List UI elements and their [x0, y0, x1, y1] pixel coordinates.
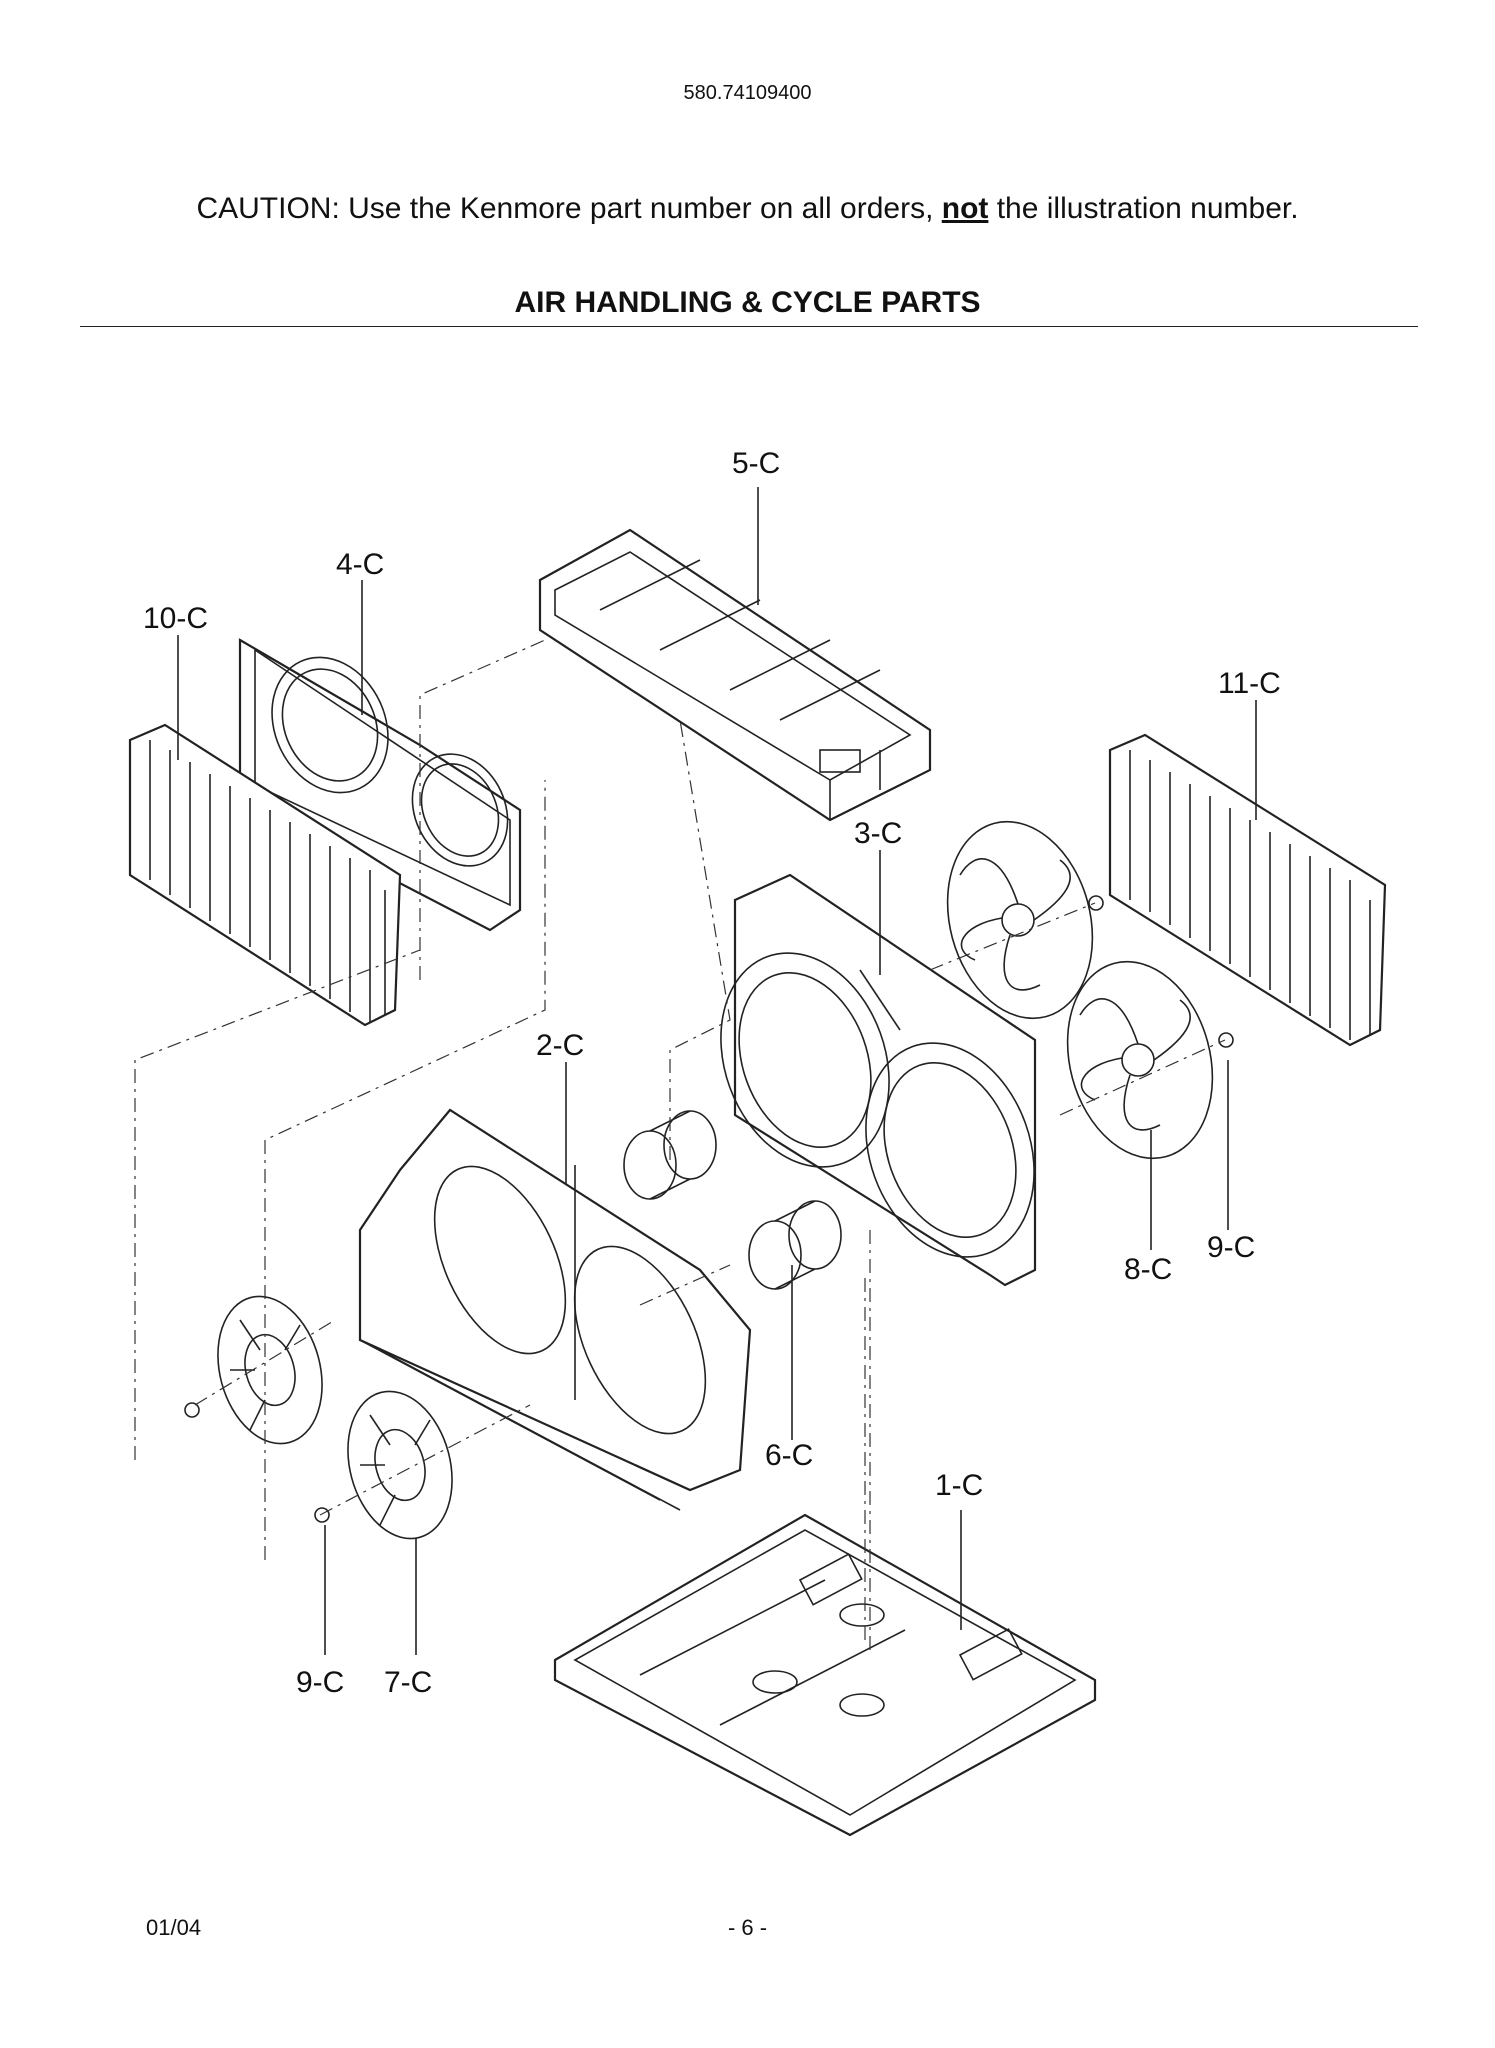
part-fan-motor-6c-upper [623, 1110, 717, 1200]
callout-4c: 4-C [336, 548, 384, 581]
callout-11c: 11-C [1218, 667, 1281, 700]
title-rule [80, 326, 1418, 327]
part-clip-9c-left-upper [184, 1402, 200, 1418]
part-clip-9c-upper [1088, 895, 1104, 911]
callout-3c: 3-C [854, 817, 902, 850]
exploded-parts-diagram: 5-C 4-C 10-C 11-C 3-C 2-C 9-C 8-C 6-C 1-… [128, 447, 1387, 1837]
part-axial-fan-8c-lower [1066, 960, 1214, 1160]
callout-7c: 7-C [384, 1666, 432, 1699]
part-orifice-panel-4c [238, 638, 522, 932]
part-blower-housing-2c [358, 1108, 752, 1511]
part-clip-9c-left-lower [314, 1507, 330, 1523]
part-base-pan-1c [553, 1513, 1097, 1837]
leader-lines [177, 487, 1257, 1655]
footer-page-number: - 6 - [727, 1915, 768, 1940]
section-title: AIR HANDLING & CYCLE PARTS [514, 286, 981, 319]
caution-prefix: CAUTION: Use the Kenmore part number on … [196, 192, 942, 225]
part-condenser-coil-11c [1108, 733, 1387, 1047]
callout-2c: 2-C [536, 1029, 584, 1062]
callout-10c: 10-C [143, 602, 208, 635]
model-number: 580.74109400 [683, 82, 812, 104]
part-air-guide-5c [538, 528, 932, 822]
footer-date: 01/04 [146, 1915, 202, 1940]
callout-1c: 1-C [935, 1469, 983, 1502]
caution-emphasis: not [941, 192, 989, 225]
caution-notice: CAUTION: Use the Kenmore part number on … [0, 192, 1495, 226]
callout-6c: 6-C [765, 1439, 813, 1472]
part-clip-9c-right [1218, 1032, 1234, 1048]
caution-suffix: the illustration number. [988, 192, 1299, 225]
part-blower-wheel-7c-left [217, 1295, 323, 1445]
part-evaporator-coil-10c [128, 723, 402, 1027]
callout-5c: 5-C [732, 447, 780, 480]
callout-9c-right: 9-C [1207, 1231, 1255, 1264]
part-fan-shroud-3c [720, 873, 1037, 1287]
callout-8c: 8-C [1124, 1253, 1172, 1286]
assembly-lines [134, 639, 1226, 1650]
part-axial-fan-8c-upper [946, 820, 1094, 1020]
callout-9c-left: 9-C [296, 1666, 344, 1699]
part-fan-motor-6c-lower [748, 1200, 842, 1290]
part-blower-wheel-7c-right [347, 1390, 453, 1540]
